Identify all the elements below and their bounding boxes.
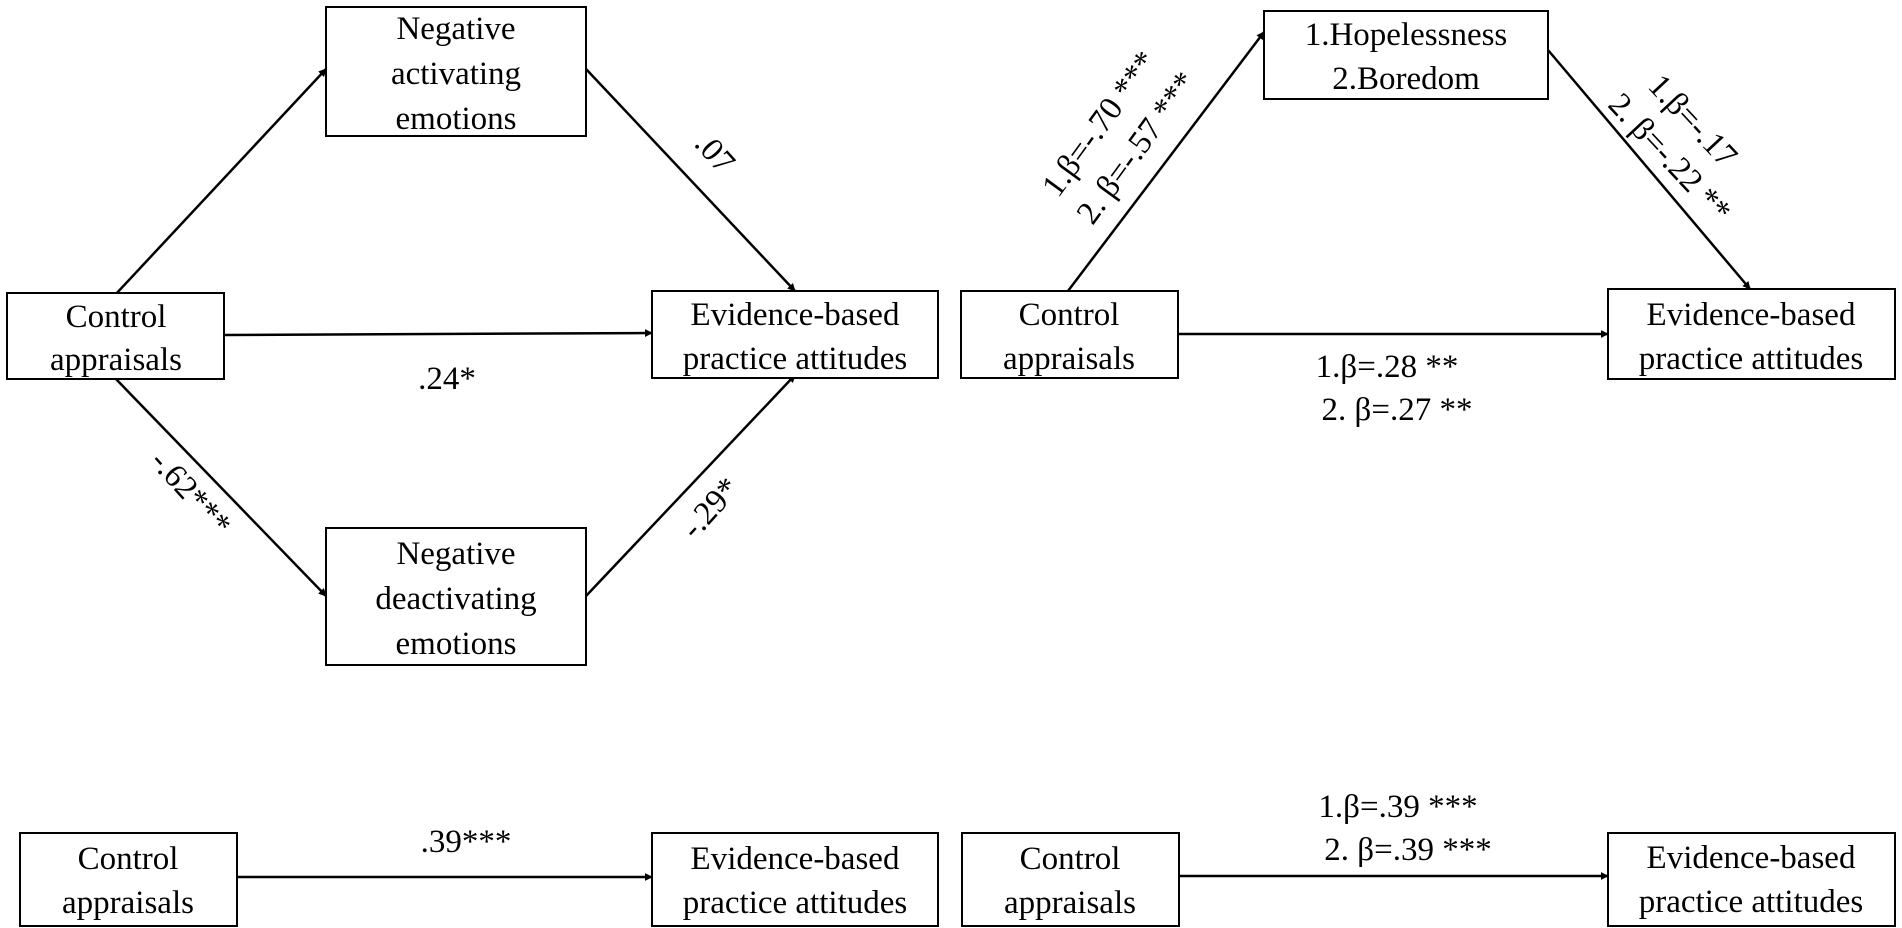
node-evidence-based-practice-attitudes: Evidence-based practice attitudes — [651, 290, 939, 379]
node-evidence-based-practice-attitudes: Evidence-based practice attitudes — [1607, 832, 1896, 927]
node-line: practice attitudes — [1639, 884, 1863, 920]
node-control-appraisals: Control appraisals — [6, 292, 225, 380]
node-negative-deactivating-emotions: Negative deactivating emotions — [325, 527, 587, 666]
node-line: Control — [78, 841, 179, 877]
edge-label-control-to-ebp-2: 2. β=.27 ** — [1322, 392, 1473, 428]
diagram-bottom-left: Control appraisals Evidence-based practi… — [19, 824, 939, 927]
diagram-top-left: Control appraisals Negative activating e… — [6, 6, 939, 666]
node-line: deactivating — [375, 581, 536, 617]
node-line: appraisals — [1003, 341, 1135, 377]
edge-label-control-to-ebp: .39*** — [421, 824, 512, 860]
edge-control-to-emotions — [1067, 31, 1265, 292]
node-control-appraisals: Control appraisals — [960, 290, 1179, 379]
node-line: 1.Hopelessness — [1305, 17, 1508, 53]
edge-control-to-neg-activating — [114, 68, 327, 296]
node-control-appraisals: Control appraisals — [19, 832, 238, 927]
node-line: appraisals — [1004, 885, 1136, 921]
edge-control-to-ebp — [223, 329, 653, 338]
node-hopelessness-boredom: 1.Hopelessness 2.Boredom — [1263, 10, 1549, 100]
node-evidence-based-practice-attitudes: Evidence-based practice attitudes — [651, 832, 939, 927]
node-line: practice attitudes — [1639, 341, 1863, 377]
edge-emotions-to-ebp — [1547, 49, 1751, 290]
node-line: Control — [1020, 841, 1121, 877]
node-line: activating — [391, 56, 521, 92]
edge-label-control-to-ebp-2: 2. β=.39 *** — [1324, 832, 1491, 868]
node-line: practice attitudes — [683, 885, 907, 921]
edge-neg-deactivating-to-ebp — [585, 374, 796, 597]
node-line: 2.Boredom — [1332, 61, 1480, 97]
edge-neg-activating-to-ebp — [585, 68, 796, 292]
node-line: Control — [66, 299, 167, 335]
node-line: emotions — [396, 626, 517, 662]
node-line: Evidence-based — [691, 841, 900, 877]
node-line: Evidence-based — [691, 297, 900, 333]
edge-label-control-to-ebp-1: 1.β=.28 ** — [1316, 349, 1459, 385]
node-line: Evidence-based — [1647, 840, 1856, 876]
node-line: practice attitudes — [683, 341, 907, 377]
node-control-appraisals: Control appraisals — [961, 832, 1180, 927]
node-line: appraisals — [50, 342, 182, 378]
node-line: Evidence-based — [1647, 297, 1856, 333]
node-line: emotions — [396, 101, 517, 137]
edge-label-control-to-neg-deactivating: -.62*** — [143, 443, 238, 543]
diagram-top-right: Control appraisals 1.Hopelessness 2.Bore… — [960, 10, 1896, 428]
edge-label-neg-activating-to-ebp: .07 — [687, 126, 741, 181]
node-negative-activating-emotions: Negative activating emotions — [325, 6, 587, 137]
node-evidence-based-practice-attitudes: Evidence-based practice attitudes — [1607, 288, 1896, 380]
edge-label-control-to-ebp-1: 1.β=.39 *** — [1318, 789, 1477, 825]
node-line: Negative — [396, 11, 515, 47]
edge-control-to-neg-deactivating — [114, 377, 327, 597]
edge-label-control-to-ebp: .24* — [418, 361, 476, 397]
node-line: appraisals — [62, 885, 194, 921]
node-line: Negative — [396, 536, 515, 572]
node-line: Control — [1019, 297, 1120, 333]
edge-label-neg-deactivating-to-ebp: -.29* — [674, 471, 747, 546]
diagram-bottom-right: Control appraisals Evidence-based practi… — [961, 789, 1896, 927]
